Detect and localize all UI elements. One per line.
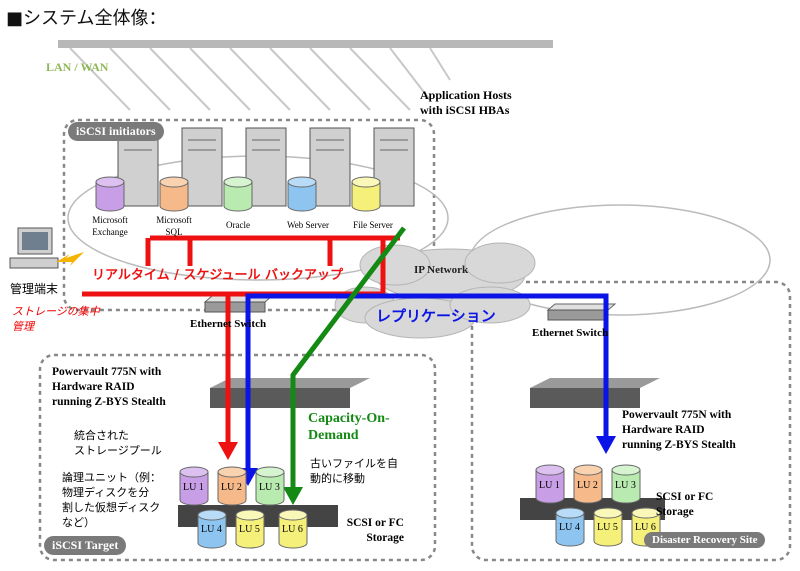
initiators-region xyxy=(62,118,436,312)
lu-label: LU 1 xyxy=(183,482,204,493)
lu-label: LU 2 xyxy=(221,482,242,493)
replication-arrowhead-right xyxy=(596,436,616,454)
server-label-web: Web Server xyxy=(286,220,329,230)
old-files-label: 古いファイルを自動的に移動 xyxy=(310,457,398,485)
iscsi-target-tag: iSCSI Target xyxy=(44,536,127,555)
lu-label: LU 3 xyxy=(259,482,280,493)
disaster-recovery-tag: Disaster Recovery Site xyxy=(644,532,766,548)
server-label-oracle: Oracle xyxy=(226,220,250,230)
ip-network-label: IP Network xyxy=(414,264,469,276)
backup-arrowhead xyxy=(218,442,238,460)
lu-cylinders-right xyxy=(535,464,661,547)
lu-label: LU 2 xyxy=(577,480,598,491)
capacity-path xyxy=(290,226,406,490)
dr-region xyxy=(470,280,792,562)
realtime-backup-label: リアルタイム / スケジュール バックアップ xyxy=(92,268,344,283)
server-label-file: File Server xyxy=(353,220,393,230)
capacity-on-demand-label: Capacity-On-Demand xyxy=(308,411,390,443)
lan-backbone xyxy=(58,40,553,48)
capacity-arrowhead xyxy=(283,487,303,505)
ethernet-switch-right-label: Ethernet Switch xyxy=(532,327,609,339)
ethernet-switch-right xyxy=(546,303,617,321)
page-title: ■システム全体像： xyxy=(6,8,167,29)
powervault-right xyxy=(530,378,660,408)
lu-label: LU 1 xyxy=(539,480,560,491)
server-cylinders xyxy=(95,176,381,212)
management-pc-icon xyxy=(9,227,59,269)
lu-label: LU 5 xyxy=(597,522,618,533)
lan-drop-lines xyxy=(69,47,451,111)
central-storage-label: ストレージの集中管理 xyxy=(12,305,100,333)
lu-label: LU 6 xyxy=(282,524,303,535)
lan-wan-label: LAN / WAN xyxy=(46,60,109,74)
lu-label: LU 3 xyxy=(615,480,636,491)
storage-pool-label: 統合されたストレージプール xyxy=(74,429,162,457)
lu-label: LU 4 xyxy=(559,522,580,533)
iscsi-initiators-tag: iSCSI initiators xyxy=(68,122,164,141)
server-towers xyxy=(117,127,415,207)
lu-label: LU 5 xyxy=(239,524,260,535)
lu-label: LU 6 xyxy=(635,522,656,533)
logical-unit-description: 論理ユニット（例：物理ディスクを分割した仮想ディスクなど） xyxy=(62,471,161,529)
replication-label: レプリケーション xyxy=(376,307,496,325)
target-region xyxy=(38,353,437,562)
ethernet-switch-left-label: Ethernet Switch xyxy=(190,318,267,330)
lightning-icon xyxy=(56,252,84,266)
mgmt-terminal-label: 管理端末 xyxy=(10,282,59,296)
powervault-left xyxy=(210,378,370,408)
replication-path xyxy=(245,293,609,470)
lu-label: LU 4 xyxy=(201,524,222,535)
lu-cylinders-left xyxy=(179,466,308,549)
